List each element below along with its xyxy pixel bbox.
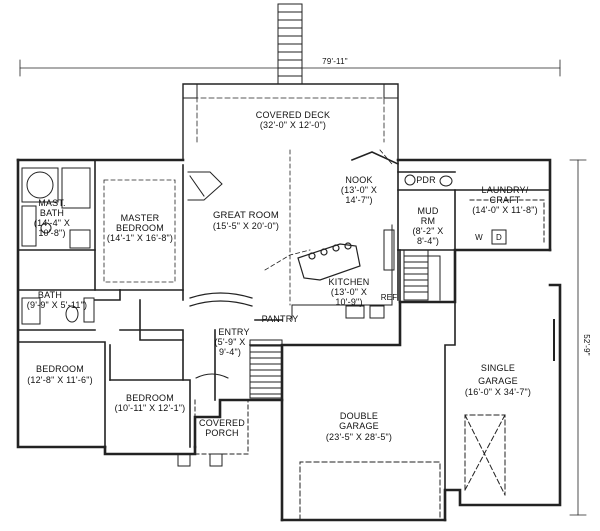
overall-width-label: 79'-11" xyxy=(322,57,348,66)
bedroom1-size: (12'-8" X 11'-6") xyxy=(27,375,93,385)
entry-stairs xyxy=(249,339,283,399)
mud-rm-name-1: MUD xyxy=(417,206,438,216)
covered-porch-name-1: COVERED xyxy=(199,418,245,428)
rear-stairs xyxy=(277,3,303,85)
kitchen-size-2: 10'-9") xyxy=(335,297,362,307)
mast-bath-name-1: MAST. xyxy=(38,198,66,208)
mud-rm-size-2: 8'-4") xyxy=(417,236,439,246)
pdr-fixtures xyxy=(404,174,453,187)
bedroom2-size: (10'-11" X 12'-1") xyxy=(115,403,186,413)
overall-depth-label: 52'-9" xyxy=(582,334,591,356)
ceiling-lines xyxy=(264,149,393,306)
covered-porch-name-2: PORCH xyxy=(205,428,239,438)
great-room-name: GREAT ROOM xyxy=(213,210,279,221)
single-garage-name-1: SINGLE xyxy=(481,363,515,373)
mudroom-stairs xyxy=(403,249,441,301)
mast-bath-size-2: 10'-8") xyxy=(38,228,65,238)
covered-deck-outline xyxy=(182,83,399,161)
laundry-name-2: CRAFT xyxy=(490,195,521,205)
double-garage-size: (23'-5" X 28'-5") xyxy=(326,432,392,442)
great-room-size: (15'-5" X 20'-0") xyxy=(213,221,279,231)
covered-porch xyxy=(177,373,249,467)
kitchen-size-1: (13'-0" X xyxy=(331,287,367,297)
mast-bath-size-1: (14'-4" X xyxy=(34,218,70,228)
washer-label: W xyxy=(475,233,483,242)
refrigerator-label: REF xyxy=(381,293,398,302)
double-garage-name-2: GARAGE xyxy=(339,421,379,431)
single-garage-size: (16'-0" X 34'-7") xyxy=(465,387,531,397)
laundry-size: (14'-0" X 11'-8") xyxy=(472,205,538,215)
kitchen-island xyxy=(297,242,361,281)
covered-deck-name: COVERED DECK xyxy=(256,110,330,120)
bath-name: BATH xyxy=(38,290,62,300)
entry-size-1: (5'-9" X xyxy=(214,337,245,347)
laundry-name-1: LAUNDRY/ xyxy=(482,185,529,195)
mast-bath-name-2: BATH xyxy=(40,208,64,218)
double-garage-name-1: DOUBLE xyxy=(340,411,378,421)
bath-fixtures xyxy=(21,297,95,325)
overall-depth-dimension-line xyxy=(569,159,587,516)
single-garage-name-2: GARAGE xyxy=(478,376,518,386)
fireplace xyxy=(187,171,223,201)
entry-name: ENTRY xyxy=(218,327,249,337)
master-bedroom-name-1: MASTER xyxy=(121,213,160,223)
master-bedroom-size: (14'-1" X 16'-8") xyxy=(107,233,173,243)
dryer-label: D xyxy=(496,233,502,242)
single-garage-door xyxy=(464,414,506,496)
nook-name: NOOK xyxy=(345,175,372,185)
bath-size: (9'-9" X 5'-11") xyxy=(27,300,87,310)
covered-deck-size: (32'-0" X 12'-0") xyxy=(260,120,326,130)
master-tub xyxy=(21,167,59,203)
mud-rm-name-2: RM xyxy=(421,216,435,226)
pantry-name: PANTRY xyxy=(262,314,299,324)
nook-bay xyxy=(350,151,400,166)
nook-size-2: 14'-7") xyxy=(345,195,372,205)
double-garage-door xyxy=(299,461,441,521)
bedroom2-name: BEDROOM xyxy=(126,393,174,403)
interior-walls xyxy=(17,159,551,491)
master-bath-fixtures xyxy=(21,167,91,249)
nook-size-1: (13'-0" X xyxy=(341,185,377,195)
master-bedroom-name-2: BEDROOM xyxy=(116,223,164,233)
curved-wall xyxy=(189,292,253,307)
kitchen-counters xyxy=(291,224,395,321)
mud-rm-size-1: (8'-2" X xyxy=(412,226,443,236)
kitchen-name: KITCHEN xyxy=(329,277,370,287)
pdr-name: PDR xyxy=(416,175,436,185)
laundry-fixtures xyxy=(469,199,545,245)
bedroom1-name: BEDROOM xyxy=(36,364,84,374)
entry-size-2: 9'-4") xyxy=(219,347,241,357)
